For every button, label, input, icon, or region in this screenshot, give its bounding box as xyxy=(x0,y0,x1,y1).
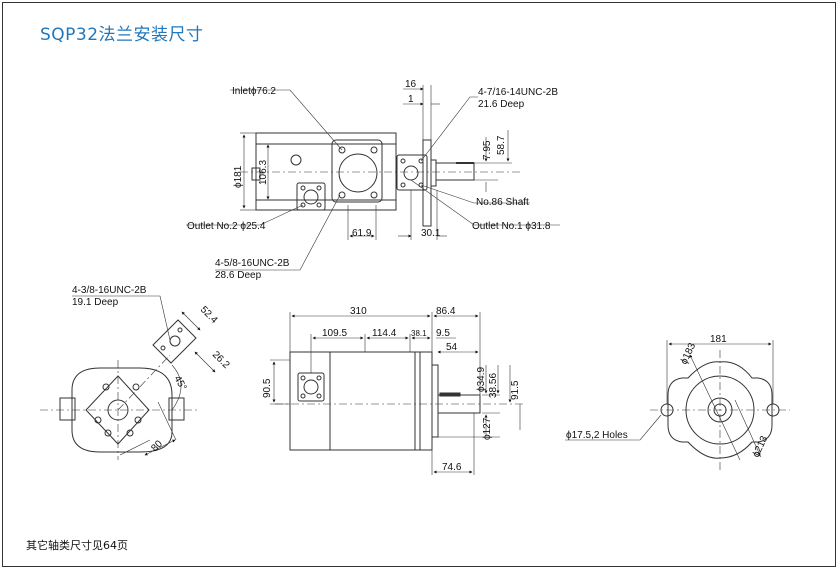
dim-30-1: 30.1 xyxy=(421,228,441,239)
outlet2-label: Outlet No.2 ϕ25.4 xyxy=(187,221,266,232)
thread-b-label: 4-7/16-14UNC-2B xyxy=(478,87,558,98)
dim-310: 310 xyxy=(350,306,367,317)
dim-86-4: 86.4 xyxy=(436,306,456,317)
shaft-label: No.86 Shaft xyxy=(476,197,529,208)
dim-phi181: ϕ181 xyxy=(233,165,244,188)
dim-54: 54 xyxy=(446,342,458,353)
dim-61-9: 61.9 xyxy=(352,228,372,239)
dim-1: 1 xyxy=(408,94,414,105)
dim-90-5: 90.5 xyxy=(262,378,273,398)
outlet2-flange xyxy=(296,182,326,211)
thread-c-label: 4-3/8-16UNC-2B xyxy=(72,285,147,296)
small-flange xyxy=(152,319,197,364)
thread-a-depth-label: 28.6 Deep xyxy=(215,270,262,281)
dim-74-6: 74.6 xyxy=(442,462,462,473)
dim-38-1: 38.1 xyxy=(411,329,427,338)
footnote: 其它轴类尺寸见64页 xyxy=(26,539,128,552)
inlet-label: Inletϕ76.2 xyxy=(232,86,276,97)
front-view xyxy=(270,312,525,475)
dim-7-95: 7.95 xyxy=(482,140,493,160)
dim-114-4: 114.4 xyxy=(372,328,397,339)
pump-body xyxy=(255,132,397,211)
dim-9-5: 9.5 xyxy=(436,328,450,339)
dim-phi127: ϕ127 xyxy=(482,417,493,440)
outlet1-label: Outlet No.1 ϕ31.8 xyxy=(472,221,551,232)
inlet-port xyxy=(338,153,378,193)
dim-181-right: 181 xyxy=(710,334,727,345)
dim-phi213: ϕ213 xyxy=(751,434,771,459)
dim-52-4: 52.4 xyxy=(198,304,220,326)
drawing-title: SQP32法兰安装尺寸 xyxy=(40,25,204,45)
dim-45deg: 45° xyxy=(171,374,188,393)
right-view xyxy=(565,340,790,470)
outlet1-flange xyxy=(396,154,428,191)
front-view-text: 310 86.4 109.5 114.4 38.1 9.5 54 90.5 ϕ3… xyxy=(262,306,521,473)
dim-26-2: 26.2 xyxy=(210,349,232,371)
top-view xyxy=(186,85,560,271)
thread-a-label: 4-5/8-16UNC-2B xyxy=(215,258,290,269)
left-view xyxy=(40,295,216,460)
front-outlet-flange xyxy=(297,372,325,402)
dim-109-5: 109.5 xyxy=(322,328,347,339)
right-flange xyxy=(667,361,773,459)
dim-phi34-9: ϕ34.9 xyxy=(476,366,487,392)
dim-phi183: ϕ183 xyxy=(679,341,699,366)
thread-b-depth-label: 21.6 Deep xyxy=(478,99,525,110)
dim-58-7: 58.7 xyxy=(496,135,507,155)
inlet-flange xyxy=(331,139,383,203)
top-view-text: Inletϕ76.2 Outlet No.2 ϕ25.4 Outlet No.1… xyxy=(187,79,558,281)
dim-16: 16 xyxy=(405,79,417,90)
dim-91-5: 91.5 xyxy=(510,380,521,400)
shaft xyxy=(435,162,475,181)
thread-c-depth-label: 19.1 Deep xyxy=(72,297,119,308)
holes-label: ϕ17.5,2 Holes xyxy=(566,430,628,441)
dim-106-3: 106.3 xyxy=(258,160,269,185)
dim-38-56: 38.56 xyxy=(488,373,499,398)
